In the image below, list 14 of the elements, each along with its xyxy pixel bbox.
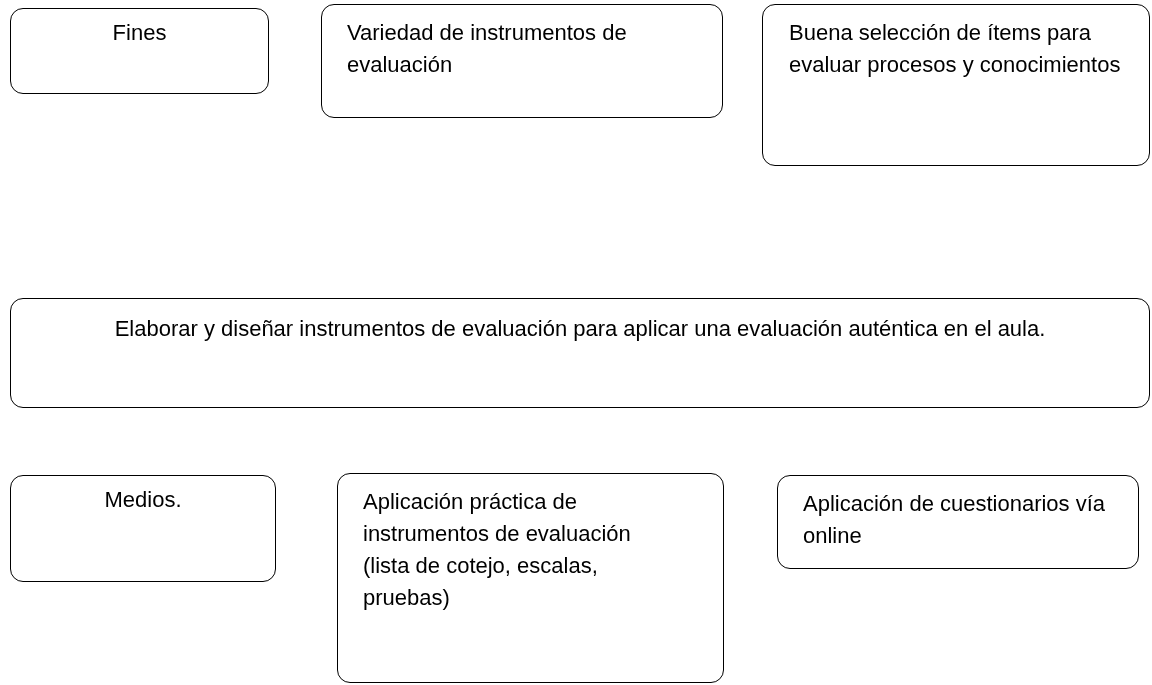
text-box: [10, 298, 1150, 408]
text-box: [321, 4, 723, 118]
text-box: [10, 475, 276, 582]
box-text: Elaborar y diseñar instrumentos de evaluación para aplicar una evaluación auténtica en el aula.: [113, 315, 1047, 343]
text-box: [777, 475, 1139, 569]
box-text: Buena selección de ítems para evaluar procesos y conocimientos: [789, 19, 1122, 79]
box-text: Medios.: [103, 486, 183, 514]
box-text: Aplicación práctica de instrumentos de evaluación (lista de cotejo, escalas, pruebas): [363, 488, 632, 612]
box-text: Variedad de instrumentos de evaluación: [347, 19, 628, 79]
text-box: [762, 4, 1150, 166]
box-text: Fines: [111, 19, 168, 47]
text-box: [10, 8, 269, 94]
text-box: [337, 473, 724, 683]
box-text: Aplicación de cuestionarios vía online: [803, 490, 1107, 550]
